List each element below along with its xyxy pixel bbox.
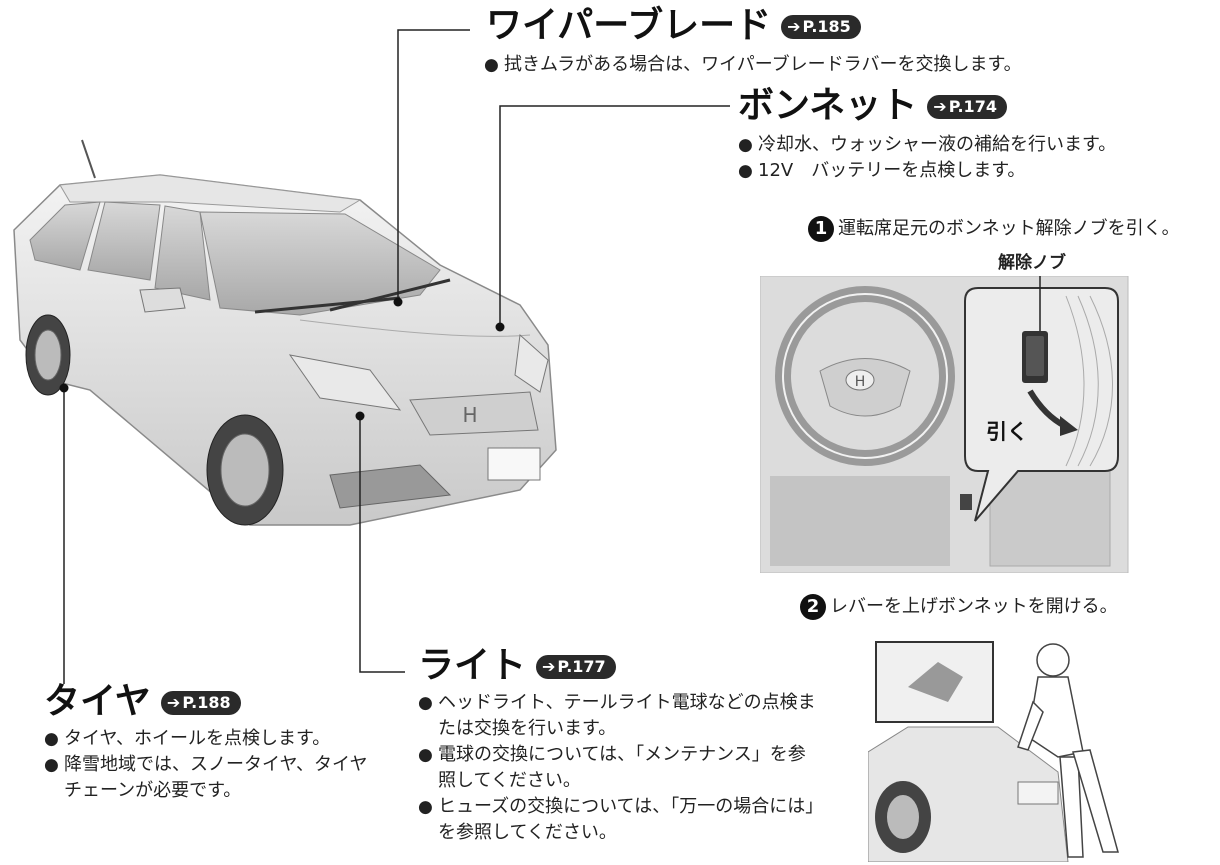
wiper-heading: ワイパーブレード ➔P.185 (486, 8, 1022, 44)
light-ref-text: P.177 (557, 657, 606, 676)
bonnet-title: ボンネット (738, 85, 918, 126)
light-bullets: ヘッドライト、テールライト電球などの点検または交換を行います。 電球の交換につい… (418, 690, 823, 846)
tire-ref-text: P.188 (182, 693, 231, 712)
light-title: ライト (418, 645, 527, 686)
wiper-ref-text: P.185 (802, 17, 851, 36)
wiper-title: ワイパーブレード (486, 5, 772, 46)
list-item: 冷却水、ウォッシャー液の補給を行います。 (738, 132, 1116, 158)
light-heading: ライト ➔P.177 (418, 648, 823, 684)
tire-page-ref[interactable]: ➔P.188 (160, 691, 241, 715)
svg-text:H: H (462, 403, 477, 427)
list-item: ヘッドライト、テールライト電球などの点検または交換を行います。 (418, 690, 823, 742)
bonnet-heading: ボンネット ➔P.174 (738, 88, 1116, 124)
bonnet-section: ボンネット ➔P.174 冷却水、ウォッシャー液の補給を行います。 12V バッテ… (738, 88, 1116, 185)
list-item: 電球の交換については、「メンテナンス」を参照してください。 (418, 742, 823, 794)
list-item: ヒューズの交換については、「万一の場合には」を参照してください。 (418, 794, 823, 846)
tire-bullets: タイヤ、ホイールを点検します。 降雪地域では、スノータイヤ、タイヤチェーンが必要… (44, 726, 384, 804)
step-number: 1 (808, 216, 834, 242)
light-page-ref[interactable]: ➔P.177 (536, 655, 616, 679)
list-item: 降雪地域では、スノータイヤ、タイヤチェーンが必要です。 (44, 752, 384, 804)
list-item: 12V バッテリーを点検します。 (738, 158, 1116, 184)
light-section: ライト ➔P.177 ヘッドライト、テールライト電球などの点検または交換を行います… (418, 648, 823, 846)
list-item: タイヤ、ホイールを点検します。 (44, 726, 384, 752)
interior-image: 解除ノブ H 引く (760, 248, 1140, 573)
wiper-page-ref[interactable]: ➔P.185 (781, 15, 861, 39)
step-number: 2 (800, 594, 826, 620)
arrow-right-icon: ➔ (542, 657, 556, 676)
list-item: 拭きムラがある場合は、ワイパーブレードラバーを交換します。 (484, 52, 1022, 78)
release-knob-label: 解除ノブ (998, 253, 1066, 273)
bonnet-page-ref[interactable]: ➔P.174 (927, 95, 1007, 119)
tire-heading: タイヤ ➔P.188 (44, 684, 384, 720)
svg-text:H: H (855, 374, 866, 390)
bonnet-bullets: 冷却水、ウォッシャー液の補給を行います。 12V バッテリーを点検します。 (738, 132, 1116, 184)
bonnet-ref-text: P.174 (948, 97, 997, 116)
arrow-right-icon: ➔ (787, 17, 801, 36)
wiper-bullets: 拭きムラがある場合は、ワイパーブレードラバーを交換します。 (484, 52, 1022, 78)
wiper-section: ワイパーブレード ➔P.185 拭きムラがある場合は、ワイパーブレードラバーを交換… (484, 8, 1022, 79)
step-text: 運転席足元のボンネット解除ノブを引く。 (838, 218, 1180, 239)
arrow-right-icon: ➔ (933, 97, 947, 116)
car-illustration: H (13, 139, 557, 526)
pull-label: 引く (986, 420, 1028, 444)
tire-section: タイヤ ➔P.188 タイヤ、ホイールを点検します。 降雪地域では、スノータイヤ、… (44, 684, 384, 804)
tire-title: タイヤ (44, 681, 151, 722)
open-bonnet-image (868, 641, 1119, 862)
arrow-right-icon: ➔ (166, 693, 181, 712)
step-text: レバーを上げボンネットを開ける。 (830, 596, 1118, 617)
